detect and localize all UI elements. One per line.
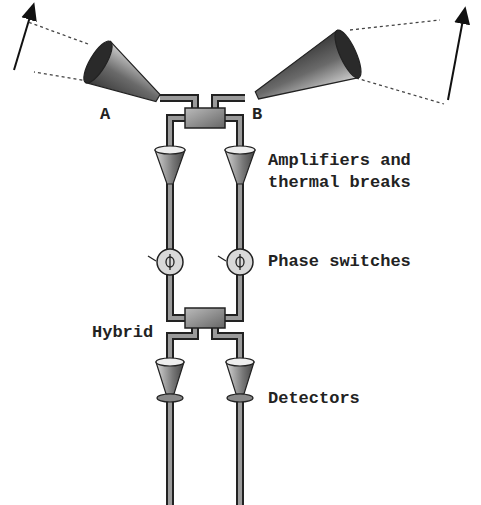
horn-antenna bbox=[246, 27, 366, 119]
beam-arrow bbox=[14, 10, 464, 104]
component-label: Phase switches bbox=[268, 251, 473, 273]
horn-label: A bbox=[100, 104, 140, 126]
component-label: Amplifiers and thermal breaks bbox=[268, 150, 473, 194]
phase-switch bbox=[148, 249, 253, 275]
hybrid-box bbox=[185, 108, 225, 128]
horn-antenna bbox=[79, 37, 171, 118]
detector bbox=[156, 358, 254, 402]
amplifier-funnel bbox=[155, 146, 255, 184]
horn-label: B bbox=[252, 104, 292, 126]
component-label: Hybrid bbox=[92, 322, 164, 344]
component-label: Detectors bbox=[268, 388, 473, 410]
hybrid-box bbox=[185, 308, 225, 328]
